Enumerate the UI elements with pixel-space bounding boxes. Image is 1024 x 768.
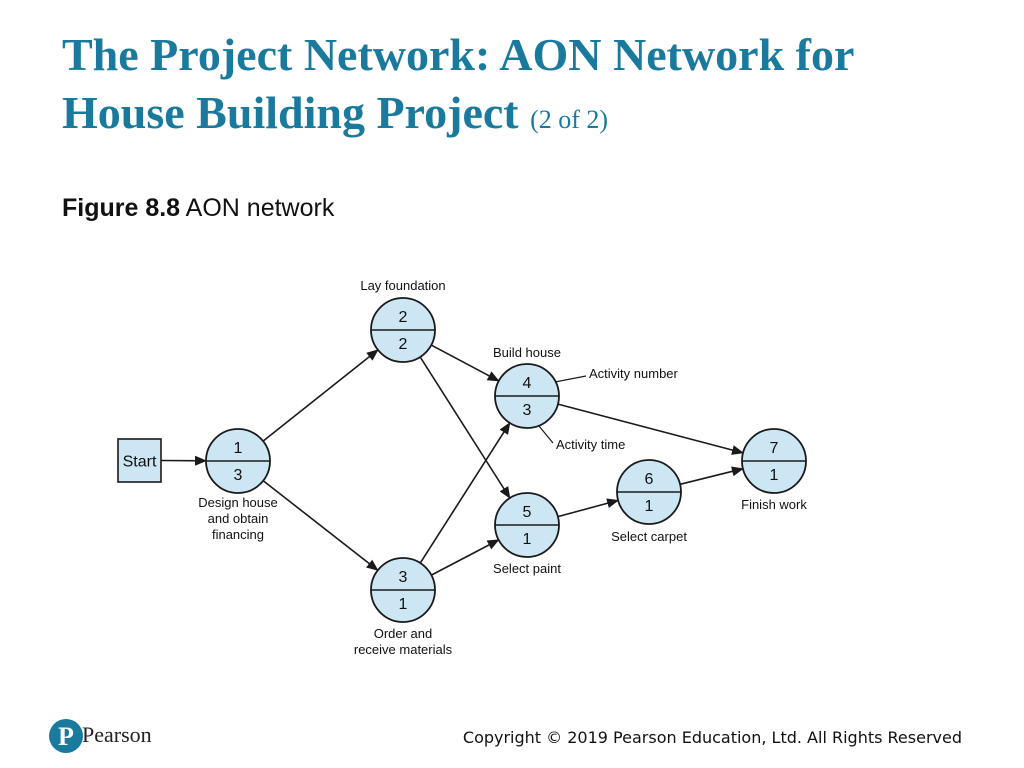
copyright-text: Copyright © 2019 Pearson Education, Ltd.… [462, 728, 962, 747]
start-node-label: Start [123, 454, 157, 471]
page-title-part: (2 of 2) [530, 105, 609, 134]
activity-number: 1 [234, 440, 243, 457]
edge-n2-to-n4 [430, 344, 500, 382]
activity-number: 2 [399, 309, 408, 326]
figure-caption: Figure 8.8 AON network [62, 194, 334, 223]
activity-number: 5 [523, 504, 532, 521]
activity-number: 7 [770, 440, 779, 457]
edge-n1-to-n3 [262, 480, 379, 571]
activity-label: Select carpet [611, 529, 687, 544]
activity-label: Select paint [493, 561, 561, 576]
activity-time: 1 [645, 498, 654, 515]
activity-number: 6 [645, 471, 654, 488]
edge-n2-to-n5 [419, 356, 511, 499]
edge-n1-to-n2 [262, 349, 379, 442]
edge-n5-to-n6 [557, 498, 620, 518]
edges-layer [160, 344, 745, 576]
activity-label: Build house [493, 345, 561, 360]
activity-number: 3 [399, 569, 408, 586]
activity-label: Finish work [741, 497, 807, 512]
edge-n3-to-n4 [419, 422, 511, 564]
activity-time: 2 [399, 336, 408, 353]
activity-label: Lay foundation [360, 278, 445, 293]
pearson-logo-icon: P [49, 719, 83, 753]
figure-label: Figure 8.8 [62, 194, 181, 222]
edge-n4-to-n7 [557, 403, 745, 455]
start-node: Start [117, 438, 162, 483]
activity-time-leader-line [538, 425, 554, 444]
activity-number-leader-line [554, 375, 587, 383]
page-title-main: The Project Network: AON Network for Hou… [62, 29, 854, 138]
edge-n3-to-n5 [430, 539, 500, 576]
pearson-logo-letter: P [58, 722, 74, 751]
page-title: The Project Network: AON Network for Hou… [62, 26, 982, 149]
activity-time: 1 [399, 596, 408, 613]
activity-time: 1 [523, 531, 532, 548]
activity-number-annotation: Activity number [589, 366, 679, 381]
figure-caption-text: AON network [185, 194, 335, 222]
activity-node-4: 4 3 Build house [493, 345, 561, 429]
activity-time: 3 [234, 467, 243, 484]
edge-n6-to-n7 [679, 466, 744, 486]
activity-time: 1 [770, 467, 779, 484]
activity-time-annotation: Activity time [556, 437, 625, 452]
activity-time: 3 [523, 402, 532, 419]
activity-node-2: 2 2 Lay foundation [360, 278, 446, 363]
start-node-box [117, 438, 162, 483]
footer-brand: Pearson [82, 722, 152, 747]
activity-number: 4 [523, 375, 532, 392]
